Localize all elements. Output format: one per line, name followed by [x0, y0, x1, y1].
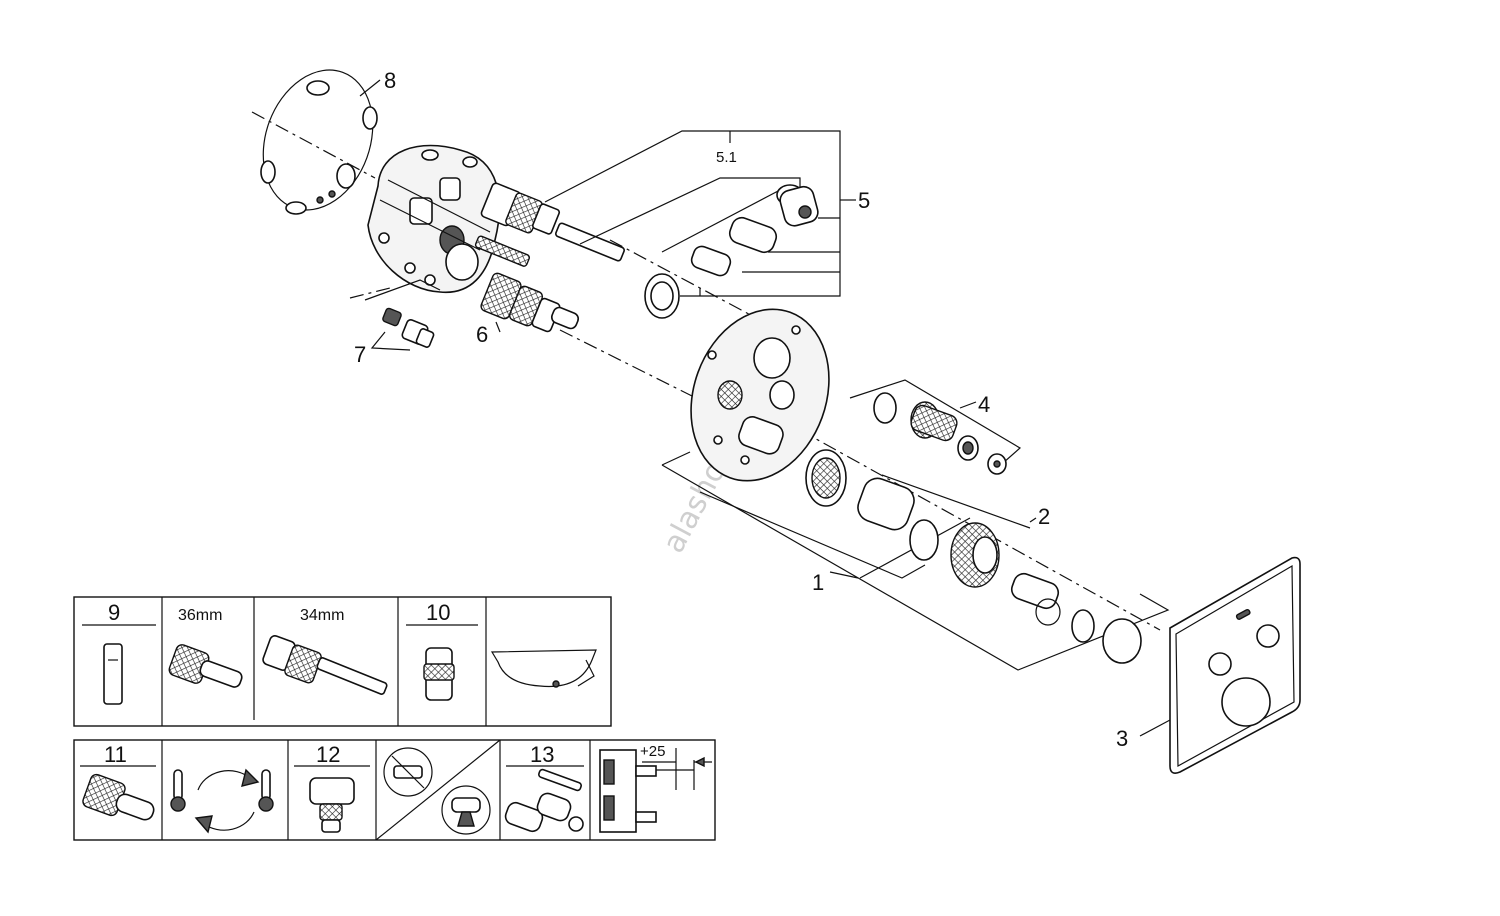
- assembly-axis-lines: [251, 111, 1161, 631]
- legend-13-label: 13: [530, 742, 554, 767]
- legend-34mm-label: 34mm: [300, 607, 344, 624]
- cartridge-34mm-upper: [474, 182, 625, 267]
- valve-body: [367, 144, 501, 294]
- no-tool-icon: [383, 747, 433, 797]
- part-4-handle-assembly-small: [849, 379, 1022, 475]
- callout-6: 6: [476, 322, 488, 347]
- callout-5: 5: [858, 188, 870, 213]
- callout-4: 4: [978, 392, 990, 417]
- part-7-fittings: [364, 279, 441, 348]
- legend-11-label: 11: [104, 742, 127, 767]
- legend-top-row: 9 36mm 34mm 10: [73, 596, 612, 727]
- installation-depth-icon: [599, 748, 712, 833]
- part-6-cartridge-36mm: [480, 272, 580, 333]
- temperature-swap-icon: [170, 768, 274, 834]
- callout-5-1: 5.1: [716, 149, 737, 166]
- legend-bottom-row: 11 12 13: [73, 739, 716, 841]
- callout-8: 8: [384, 68, 396, 93]
- part-3-cover-plate: [1169, 556, 1301, 774]
- mounting-plate: [690, 308, 830, 482]
- legend-offset-label: +25: [640, 743, 665, 760]
- hand-tool-icon: [441, 785, 491, 835]
- part-5-extension-set: [544, 130, 841, 319]
- callout-2: 2: [1038, 504, 1050, 529]
- legend-12-label: 12: [316, 742, 340, 767]
- legend-10-label: 10: [426, 600, 450, 625]
- callout-3: 3: [1116, 726, 1128, 751]
- callout-1: 1: [812, 570, 824, 595]
- legend-36mm-label: 36mm: [178, 607, 222, 624]
- legend-9-label: 9: [108, 600, 120, 625]
- callout-7: 7: [354, 342, 366, 367]
- part-8-seal-ring: [260, 69, 378, 215]
- part-1-part-2-handle-assembly: [661, 449, 1170, 671]
